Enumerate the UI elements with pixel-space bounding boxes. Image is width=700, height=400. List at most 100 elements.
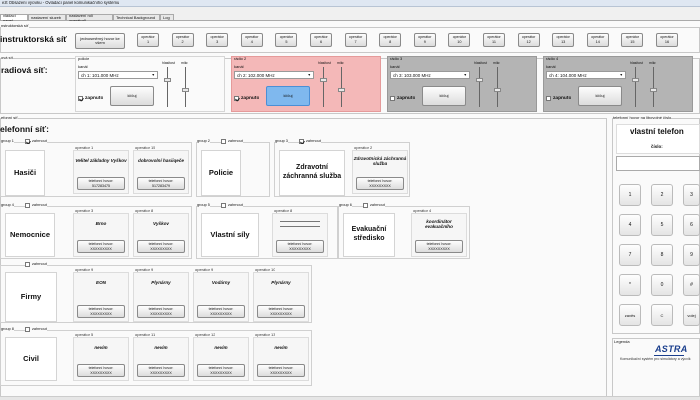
key-2[interactable]: 2 bbox=[651, 184, 673, 206]
operator-call-button[interactable]: telefonní hovor:XXXXXXXXX bbox=[257, 364, 305, 377]
group-enabled-checkbox[interactable]: zahrnout bbox=[25, 327, 47, 332]
enabled-checkbox[interactable]: zapnuto bbox=[78, 96, 103, 102]
operator-call-button[interactable]: telefonní hovor:XXXXXXXXX bbox=[276, 240, 324, 253]
mic-slider[interactable] bbox=[494, 88, 501, 92]
channel-select[interactable]: ch 4: 104.000 MHz▼ bbox=[546, 71, 626, 79]
operator-call-button[interactable]: telefonní hovor:XXXXXXXXX bbox=[77, 364, 125, 377]
key-3[interactable]: 3 bbox=[683, 184, 700, 206]
operator-name: operátor 15 bbox=[135, 146, 156, 150]
key-1[interactable]: 1 bbox=[619, 184, 641, 206]
mic-slider[interactable] bbox=[650, 88, 657, 92]
group-enabled-checkbox[interactable]: zahrnout bbox=[299, 139, 321, 144]
tab-services[interactable]: nastavení sluzeb bbox=[28, 14, 66, 20]
phone-title: elefonní síť: bbox=[0, 125, 49, 134]
group-call-button[interactable]: Evakuační středisko bbox=[343, 213, 395, 257]
operator-call-button[interactable]: telefonní hovor:XXXXXXXXX bbox=[77, 240, 125, 253]
talk-button[interactable]: klíčuj bbox=[422, 86, 466, 106]
volume-slider[interactable] bbox=[320, 78, 327, 82]
hang-up-button[interactable]: zavěs bbox=[619, 304, 641, 326]
volume-slider[interactable] bbox=[476, 78, 483, 82]
group-enabled-checkbox[interactable]: zahrnout bbox=[221, 139, 243, 144]
channel-select[interactable]: ch 1: 101.000 MHz▼ bbox=[78, 71, 158, 79]
operator-call-button[interactable]: telefonní hovor:XXXXXXXXX bbox=[137, 364, 185, 377]
mic-slider[interactable] bbox=[338, 88, 345, 92]
chevron-down-icon: ▼ bbox=[619, 73, 623, 77]
operator-name: operátor 9 bbox=[195, 268, 214, 272]
operator-call-button[interactable]: telefonní hovor:XXXXXXXXX bbox=[197, 305, 245, 318]
channel-select[interactable]: ch 2: 102.000 MHz▼ bbox=[234, 71, 314, 79]
group-enabled-checkbox[interactable]: zahrnout bbox=[221, 203, 243, 208]
key-0[interactable]: 0 bbox=[651, 274, 673, 296]
tab-control-panel[interactable]: vládací panel bbox=[0, 13, 28, 23]
tab-operator-roles[interactable]: nastavení rolí operátorů bbox=[66, 13, 113, 23]
enabled-checkbox[interactable]: zapnuto bbox=[390, 96, 415, 102]
tab-log[interactable]: Log bbox=[160, 14, 174, 20]
bottom-scrollbar[interactable] bbox=[0, 396, 700, 400]
group-call-button[interactable]: Policie bbox=[201, 150, 241, 196]
operator-call-button[interactable]: telefonní hovor:XXXXXXXXX bbox=[356, 177, 404, 190]
operator-call-button[interactable]: telefonní hovor:517283479 bbox=[137, 177, 185, 190]
operator-call-button[interactable]: telefonní hovor:XXXXXXXXX bbox=[197, 364, 245, 377]
talk-button[interactable]: klíčuj bbox=[110, 86, 154, 106]
group-call-button[interactable]: Nemocnice bbox=[5, 213, 55, 257]
key-9[interactable]: 9 bbox=[683, 244, 700, 266]
key-4[interactable]: 4 bbox=[619, 214, 641, 236]
group-call-button[interactable]: Civil bbox=[5, 337, 57, 381]
group-call-button[interactable]: Zdravotní záchranná služba bbox=[279, 150, 345, 196]
call-button[interactable]: volej bbox=[683, 304, 700, 326]
group-enabled-checkbox[interactable]: zahrnout bbox=[363, 203, 385, 208]
enabled-checkbox[interactable]: zapnuto bbox=[234, 96, 259, 102]
talk-button[interactable]: klíčuj bbox=[266, 86, 310, 106]
call-all-button[interactable]: jednosměrný hovor ke všem bbox=[75, 33, 125, 49]
operator-name: operátor 3 bbox=[75, 209, 94, 213]
key-7[interactable]: 7 bbox=[619, 244, 641, 266]
operator-name: operátor 1 bbox=[75, 146, 94, 150]
talk-button[interactable]: klíčuj bbox=[578, 86, 622, 106]
key-star[interactable]: * bbox=[619, 274, 641, 296]
group-enabled-checkbox[interactable]: zahrnout bbox=[25, 262, 47, 267]
operator-call-button[interactable]: telefonní hovor:XXXXXXXXX bbox=[77, 305, 125, 318]
operator-name: operátor 9 bbox=[135, 268, 154, 272]
chevron-down-icon: ▼ bbox=[151, 73, 155, 77]
group-call-button[interactable]: Hasiči bbox=[5, 150, 45, 196]
key-8[interactable]: 8 bbox=[651, 244, 673, 266]
key-5[interactable]: 5 bbox=[651, 214, 673, 236]
radio-station-name: rádio 4 bbox=[546, 57, 559, 61]
key-6[interactable]: 6 bbox=[683, 214, 700, 236]
group-call-button[interactable]: Vlastní síly bbox=[201, 213, 259, 257]
clear-button[interactable]: C bbox=[651, 304, 673, 326]
operator-call-button[interactable]: telefonní hovor:517283475 bbox=[77, 177, 125, 190]
phone-number-input[interactable] bbox=[616, 156, 700, 171]
group-enabled-checkbox[interactable]: zahrnout bbox=[25, 203, 47, 208]
operator-call-button[interactable]: telefonní hovor:XXXXXXXXX bbox=[257, 305, 305, 318]
operator-call-button[interactable]: telefonní hovor:XXXXXXXXX bbox=[137, 240, 185, 253]
volume-slider[interactable] bbox=[632, 78, 639, 82]
key-hash[interactable]: # bbox=[683, 274, 700, 296]
checkbox-box bbox=[390, 96, 395, 102]
group-call-button[interactable]: Firmy bbox=[5, 272, 57, 322]
operator-call-button[interactable]: telefonní hovor:XXXXXXXXX bbox=[415, 240, 463, 253]
volume-slider[interactable] bbox=[164, 78, 171, 82]
operator-call-button[interactable]: telefonní hovor:XXXXXXXXX bbox=[137, 305, 185, 318]
mic-slider[interactable] bbox=[182, 88, 189, 92]
enabled-checkbox[interactable]: zapnuto bbox=[546, 96, 571, 102]
group-enabled-checkbox[interactable]: zahrnout bbox=[25, 139, 47, 144]
tab-technical-background[interactable]: Technical Background bbox=[113, 14, 160, 20]
channel-select[interactable]: ch 3: 103.000 MHz▼ bbox=[390, 71, 470, 79]
